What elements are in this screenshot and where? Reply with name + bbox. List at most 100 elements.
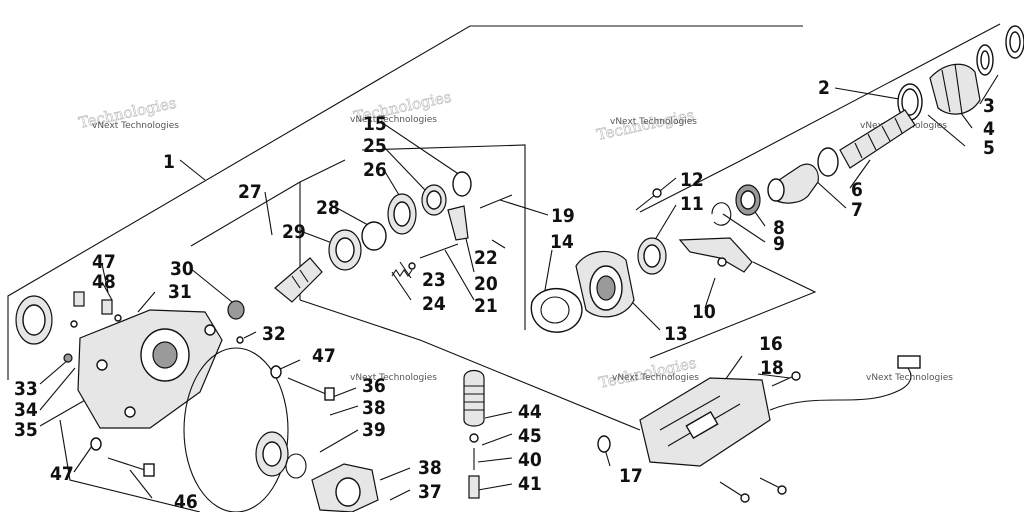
callout-2: 2	[818, 77, 830, 99]
callout-21: 21	[474, 295, 498, 317]
callout-16: 16	[759, 333, 783, 355]
callout-30: 30	[170, 258, 194, 280]
callout-47: 47	[312, 345, 336, 367]
breather-48	[70, 291, 122, 328]
watermark-text: vNext Technologies	[350, 373, 437, 383]
ring-3	[976, 44, 994, 76]
callout-32: 32	[262, 323, 286, 345]
callout-13: 13	[664, 323, 688, 345]
callout-20: 20	[474, 273, 498, 295]
boot-44	[463, 369, 485, 427]
callout-12: 12	[680, 169, 704, 191]
shaft-21	[419, 243, 459, 259]
screw-18	[771, 371, 801, 387]
pinion-gear-27	[274, 257, 323, 303]
callout-3: 3	[983, 95, 995, 117]
ball-23	[408, 262, 416, 270]
callout-26: 26	[363, 159, 387, 181]
screw-12	[635, 188, 662, 211]
callout-36: 36	[362, 375, 386, 397]
callout-29: 29	[282, 221, 306, 243]
callout-25: 25	[363, 135, 387, 157]
callout-45: 45	[518, 425, 542, 447]
callout-15: 15	[363, 113, 387, 135]
bearing-38	[255, 431, 289, 477]
callout-24: 24	[422, 293, 446, 315]
snap-ring-15	[452, 171, 472, 197]
bearing-25	[421, 184, 447, 216]
group-outline-lines	[7, 23, 1001, 512]
callout-44: 44	[518, 401, 542, 423]
boot-4	[929, 63, 981, 115]
callout-5: 5	[983, 137, 995, 159]
callout-17: 17	[619, 465, 643, 487]
callout-14: 14	[550, 231, 574, 253]
callout-41: 41	[518, 473, 542, 495]
bolt-47	[287, 377, 335, 401]
callout-40: 40	[518, 449, 542, 471]
callout-18: 18	[760, 357, 784, 379]
callout-4: 4	[983, 118, 995, 140]
callout-7: 7	[851, 199, 863, 221]
bearing-29	[328, 229, 362, 271]
callout-31: 31	[168, 281, 192, 303]
bolt-46	[107, 457, 155, 477]
watermark-text: vNext Technologies	[612, 373, 699, 383]
differential-case-31	[77, 309, 223, 429]
callout-34: 34	[14, 399, 38, 421]
bushing-30	[227, 300, 245, 320]
clip-45	[469, 433, 479, 443]
callout-38: 38	[362, 397, 386, 419]
callout-numbers: 1 2 3 4 5 6 7 8 9 10 11 12 13 14 15 16 1…	[14, 77, 995, 512]
callout-48: 48	[92, 271, 116, 293]
callout-37: 37	[418, 481, 442, 503]
washer-47	[90, 365, 282, 451]
o-ring-36	[183, 347, 289, 512]
callout-33: 33	[14, 378, 38, 400]
watermark-text: vNext Technologies	[350, 115, 437, 125]
callout-47: 47	[92, 251, 116, 273]
shaft-6	[817, 109, 916, 177]
snap-ring-9	[711, 202, 732, 226]
callout-35: 35	[14, 419, 38, 441]
callout-19: 19	[551, 205, 575, 227]
callout-1: 1	[163, 151, 175, 173]
dowel-32	[236, 336, 244, 344]
seal-8	[735, 184, 761, 216]
ring-gear-37	[311, 463, 379, 512]
callout-23: 23	[422, 269, 446, 291]
seal-33	[15, 295, 53, 345]
watermark-text: vNext Technologies	[610, 117, 697, 127]
callout-39: 39	[362, 419, 386, 441]
actuator-16	[639, 377, 771, 467]
gasket-14	[530, 288, 583, 333]
callout-10: 10	[692, 301, 716, 323]
o-ring-17	[597, 435, 611, 453]
callout-38: 38	[418, 457, 442, 479]
o-ring-39	[285, 453, 307, 479]
watermark-text: vNext Technologies	[866, 373, 953, 383]
plunger-41	[468, 475, 480, 499]
screws-actuator	[719, 477, 787, 503]
callout-6: 6	[851, 179, 863, 201]
callout-28: 28	[316, 197, 340, 219]
seal-ring-3	[1005, 25, 1024, 59]
bracket-10	[678, 237, 753, 273]
callout-11: 11	[680, 193, 704, 215]
callout-47: 47	[50, 463, 74, 485]
shim-28	[361, 221, 387, 251]
callout-9: 9	[773, 233, 785, 255]
shift-fork-20	[447, 205, 469, 241]
housing-13	[575, 250, 635, 318]
watermark-text: vNext Technologies	[92, 121, 179, 131]
drain-plug-34	[63, 353, 73, 363]
spring-24	[391, 269, 413, 277]
wire-harness	[769, 355, 921, 411]
bearing-11	[637, 237, 667, 275]
callout-46: 46	[174, 491, 198, 512]
shift-rod-19	[479, 194, 513, 209]
callout-8: 8	[773, 217, 785, 239]
callout-22: 22	[474, 247, 498, 269]
coupler-7	[767, 163, 819, 204]
